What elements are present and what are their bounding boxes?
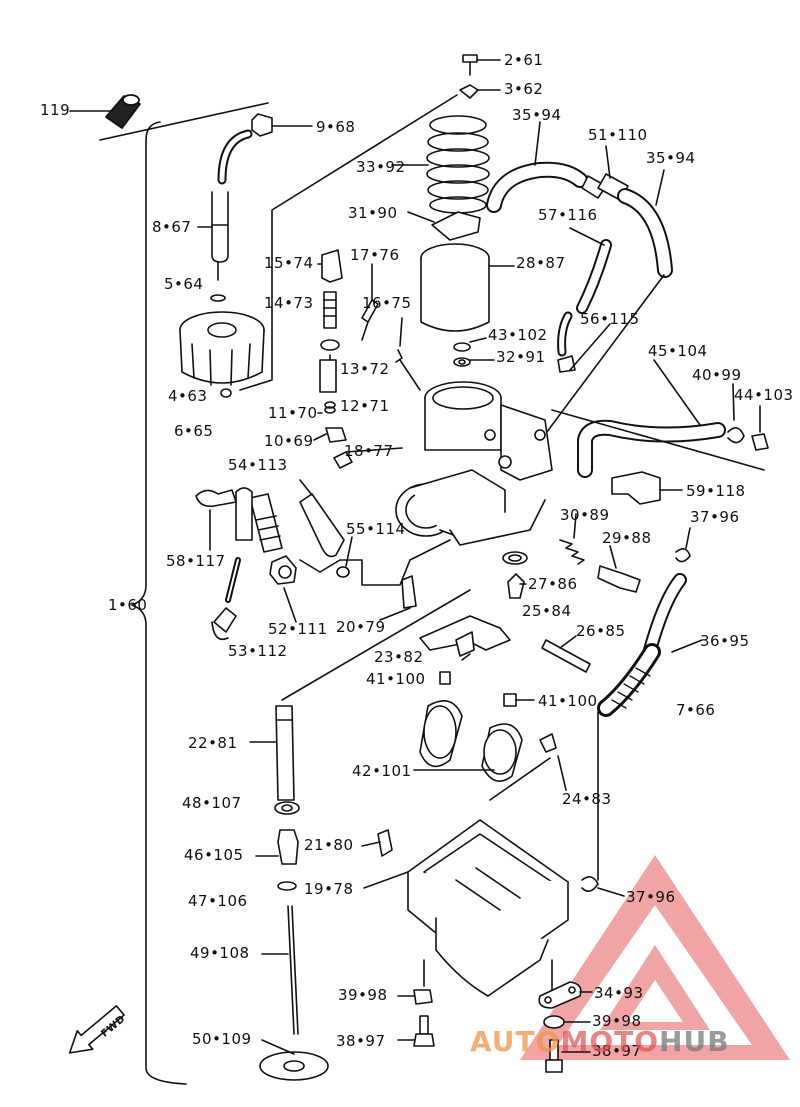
label-43-102: 43•102 [488,326,548,344]
label-4-63: 4•63 [168,387,208,405]
label-50-109: 50•109 [192,1030,252,1048]
label-35-94-left: 35•94 [512,106,562,124]
label-24-83: 24•83 [562,790,612,808]
label-37-96-upper: 37•96 [690,508,740,526]
label-29-88: 29•88 [602,529,652,547]
label-16-75: 16•75 [362,294,412,312]
label-26-85: 26•85 [576,622,626,640]
label-51-110: 51•110 [588,126,648,144]
label-54-113: 54•113 [228,456,288,474]
label-30-89: 30•89 [560,506,610,524]
label-52-111: 52•111 [268,620,328,638]
label-59-118: 59•118 [686,482,746,500]
part-7-66 [597,643,661,717]
part-4-63 [179,311,265,386]
label-18-77: 18•77 [344,442,394,460]
label-37-96-lower: 37•96 [626,888,676,906]
watermark-hub: HUB [659,1025,730,1058]
label-5-64: 5•64 [164,275,204,293]
label-36-95: 36•95 [700,632,750,650]
label-22-81: 22•81 [188,734,238,752]
label-48-107: 48•107 [182,794,242,812]
part-42-101 [419,700,523,782]
label-57-116: 57•116 [538,206,598,224]
label-1-60: 1•60 [108,596,148,614]
label-41-100-right: 41•100 [538,692,598,710]
cap-119 [105,94,141,129]
label-32-91: 32•91 [496,348,546,366]
label-34-93: 34•93 [594,984,644,1002]
label-2-61: 2•61 [504,51,544,69]
label-40-99: 40•99 [692,366,742,384]
watermark-moto: MOTO [560,1025,660,1058]
label-6-65: 6•65 [174,422,214,440]
label-35-94-right: 35•94 [646,149,696,167]
label-55-114: 55•114 [346,520,406,538]
label-14-73: 14•73 [264,294,314,312]
label-21-80: 21•80 [304,836,354,854]
label-28-87: 28•87 [516,254,566,272]
label-17-76: 17•76 [350,246,400,264]
part-9-68 [251,113,313,137]
label-12-71: 12•71 [340,397,390,415]
label-38-97-left: 38•97 [336,1032,386,1050]
label-20-79: 20•79 [336,618,386,636]
label-8-67: 8•67 [152,218,192,236]
part-28-87-slide [420,243,515,332]
label-46-105: 46•105 [184,846,244,864]
label-45-104: 45•104 [648,342,708,360]
label-53-112: 53•112 [228,642,288,660]
label-38-97-right: 38•97 [592,1042,642,1060]
label-41-100-left: 41•100 [366,670,426,688]
label-9-68: 9•68 [316,118,356,136]
carburetor-body [395,381,553,546]
label-56-115: 56•115 [580,310,640,328]
label-49-108: 49•108 [190,944,250,962]
watermark-triangle [520,855,790,1060]
label-27-86: 27•86 [528,575,578,593]
label-31-90: 31•90 [348,204,398,222]
label-33-92: 33•92 [356,158,406,176]
label-39-98-left: 39•98 [338,986,388,1004]
label-3-62: 3•62 [504,80,544,98]
label-19-78: 19•78 [304,880,354,898]
label-44-103: 44•103 [734,386,794,404]
part-19-78-float-bowl [407,819,569,997]
label-10-69: 10•69 [264,432,314,450]
label-25-84: 25•84 [522,602,572,620]
watermark-auto: AUTO [470,1025,561,1058]
assembly-bracket [131,121,187,1085]
label-7-66: 7•66 [676,701,716,719]
watermark-text: AUTOMOTOHUB [470,1028,730,1056]
part-33-92-spring [426,115,490,214]
label-39-98-right: 39•98 [592,1012,642,1030]
label-47-106: 47•106 [188,892,248,910]
label-42-101: 42•101 [352,762,412,780]
label-13-72: 13•72 [340,360,390,378]
label-119: 119 [40,101,71,119]
label-23-82: 23•82 [374,648,424,666]
label-15-74: 15•74 [264,254,314,272]
label-11-70: 11•70 [268,404,318,422]
label-58-117: 58•117 [166,552,226,570]
fwd-arrow [68,1005,125,1054]
